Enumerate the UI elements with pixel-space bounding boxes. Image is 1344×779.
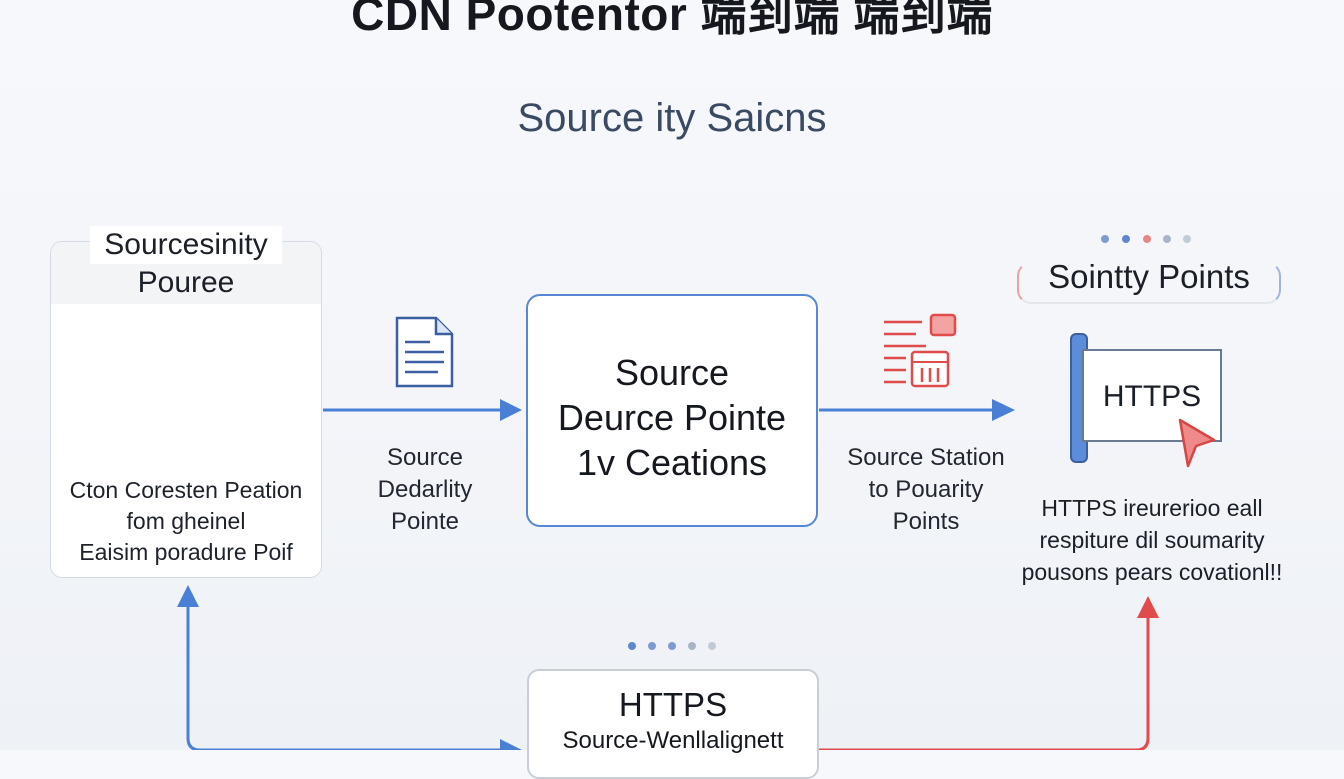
- diagram-subtitle: Source ity Saicns: [517, 96, 827, 140]
- source-card-desc-line: Eaisim poradure Poif: [79, 539, 293, 565]
- source-card: Sourcesinity Pouree Cton Coresten Peatio…: [50, 226, 322, 578]
- center-node: Source Deurce Pointe 1v Ceations: [526, 294, 818, 527]
- right-panel-description: HTTPS ireurerioo eall respiture dil soum…: [992, 492, 1312, 588]
- right-desc-line: respiture dil soumarity: [1039, 527, 1265, 553]
- arrow-center-to-right: [819, 399, 1015, 421]
- source-card-title-line2: Pouree: [137, 266, 235, 299]
- right-title-frame: [1017, 262, 1281, 304]
- edge-label-left-line: Pointe: [390, 508, 460, 535]
- center-node-line: 1v Ceations: [576, 442, 768, 483]
- right-desc-line: pousons pears covationl!!: [1021, 559, 1283, 585]
- center-node-line: Source: [614, 352, 730, 393]
- source-card-title-line1: Sourcesinity: [90, 226, 282, 264]
- cursor-icon: [1178, 418, 1216, 468]
- source-card-description: Cton Coresten Peation fom gheinel Eaisim…: [51, 475, 321, 568]
- server-list-icon: [884, 313, 957, 388]
- edge-label-right-line: Points: [892, 508, 960, 535]
- center-node-line: Deurce Pointe: [557, 397, 787, 438]
- https-card-label: HTTPS: [1102, 380, 1202, 413]
- edge-label-right-line: to Pouarity: [868, 476, 984, 503]
- source-card-title: Sourcesinity Pouree: [51, 226, 321, 302]
- edge-label-left-line: Source: [386, 444, 464, 471]
- https-card: [1082, 349, 1222, 442]
- arrow-left-to-center: [323, 399, 522, 421]
- bottom-node-title: HTTPS: [618, 686, 728, 723]
- edge-label-right-line: Source Station: [847, 444, 1005, 471]
- center-node-text: Source Deurce Pointe 1v Ceations: [528, 350, 816, 485]
- bottom-node-subtitle: Source-Wenllalignett: [562, 727, 784, 754]
- edge-label-left: Source Dedarlity Pointe: [345, 442, 505, 538]
- source-card-desc-line: Cton Coresten Peation: [69, 477, 303, 503]
- right-desc-line: HTTPS ireurerioo eall: [1041, 495, 1263, 521]
- cursor-icon-layer: [1178, 418, 1216, 468]
- diagram-title: CDN Pootentor 端到端 端到端: [351, 0, 993, 40]
- edge-label-left-line: Dedarlity: [377, 476, 473, 503]
- dots-decoration-bottom: [628, 642, 716, 650]
- document-icon: [395, 316, 454, 388]
- right-panel-title: Sointty Points: [1048, 258, 1250, 295]
- edge-label-right: Source Station to Pouarity Points: [830, 442, 1022, 538]
- source-card-desc-line: fom gheinel: [126, 508, 246, 534]
- dots-decoration-right: [1101, 235, 1191, 243]
